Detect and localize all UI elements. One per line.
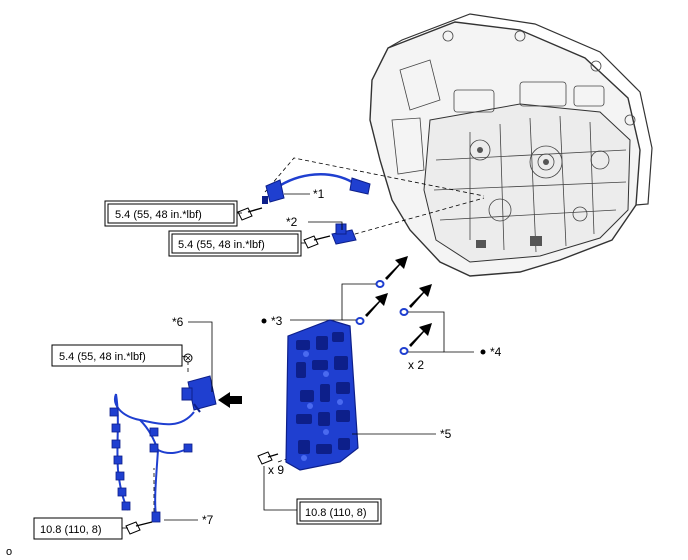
- bolt-icon: [303, 235, 331, 249]
- bolt-icon: [183, 353, 193, 363]
- torque-value-sensor2: 5.4 (55, 48 in.*lbf): [178, 239, 265, 251]
- callout-2: *2: [286, 215, 298, 229]
- transaxle-housing: [369, 13, 653, 277]
- bolt-icon: [237, 207, 263, 221]
- callout-1: *1: [313, 187, 325, 201]
- torque-spec-sensor2: 5.4 (55, 48 in.*lbf): [168, 230, 306, 257]
- o-ring-quantity: x 2: [408, 358, 424, 372]
- arrow-icon: [365, 256, 432, 347]
- o-rings: [355, 280, 409, 355]
- torque-value-solenoid: 5.4 (55, 48 in.*lbf): [59, 351, 146, 363]
- callout-7: *7: [202, 513, 214, 527]
- callout-leaders: [164, 193, 436, 521]
- torque-value-valve-body: 10.8 (110, 8): [305, 507, 367, 519]
- bullet-marker: [480, 349, 486, 355]
- callout-3: *3: [271, 314, 283, 328]
- torque-value-harness: 10.8 (110, 8): [40, 524, 102, 536]
- callout-5: *5: [440, 427, 452, 441]
- bolt-icon: [257, 451, 279, 465]
- speed-sensor-1: [262, 173, 371, 204]
- torque-spec-harness: 10.8 (110, 8): [33, 517, 128, 540]
- callout-6: *6: [172, 315, 184, 329]
- speed-sensor-2: [331, 223, 357, 245]
- callout-4: *4: [490, 345, 502, 359]
- torque-spec-sensor1: 5.4 (55, 48 in.*lbf): [104, 200, 242, 227]
- o-ring-leaders: [290, 283, 474, 353]
- reference-id: o: [6, 546, 12, 558]
- torque-spec-valve-body: 10.8 (110, 8): [263, 466, 382, 525]
- wire-harness: [114, 393, 195, 517]
- torque-spec-solenoid: 5.4 (55, 48 in.*lbf): [51, 344, 187, 367]
- bolt-quantity: x 9: [268, 463, 284, 477]
- arrow-icon: [218, 392, 242, 408]
- torque-value-sensor1: 5.4 (55, 48 in.*lbf): [115, 209, 202, 221]
- harness-connectors: [109, 407, 193, 523]
- solenoid-sensor: [181, 375, 217, 413]
- bolt-icon: [125, 521, 153, 535]
- bullet-marker: [261, 318, 267, 324]
- valve-body: [285, 319, 359, 471]
